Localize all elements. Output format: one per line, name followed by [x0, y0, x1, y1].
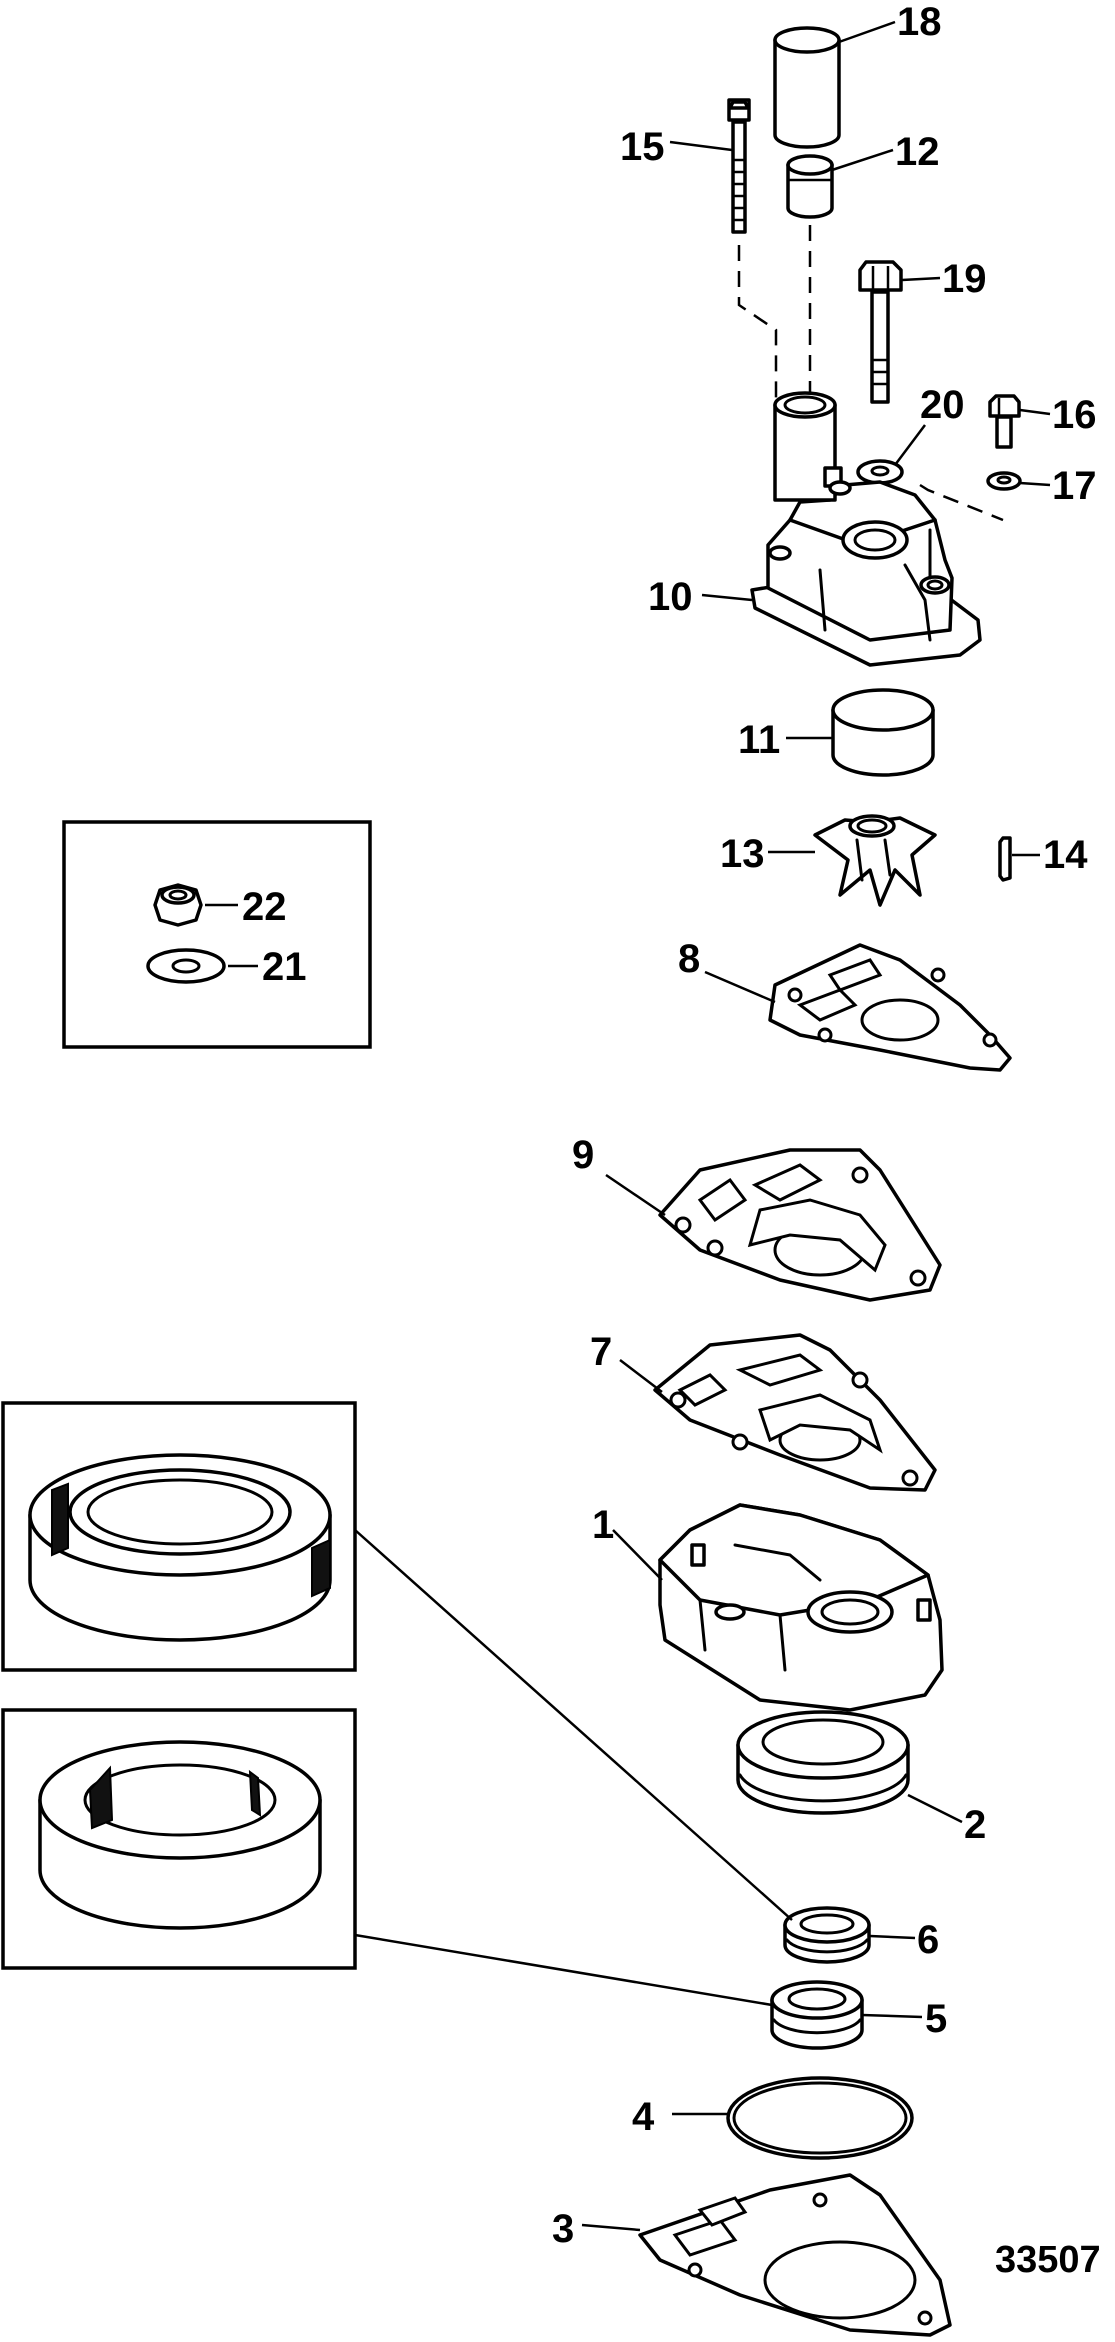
- assembly-line-screw: [737, 245, 778, 415]
- part-10-pump-housing: [750, 391, 982, 667]
- leader-2: [907, 1793, 963, 1824]
- callout-21: 21: [262, 945, 307, 989]
- part-1-pump-base: [658, 1503, 944, 1712]
- callout-16: 16: [1052, 393, 1097, 437]
- part-11-insert: [831, 688, 935, 777]
- figure-number: 33507: [995, 2239, 1101, 2281]
- part-19-bolt: [858, 260, 903, 404]
- leader-7: [619, 1359, 663, 1393]
- leader-20: [894, 424, 926, 466]
- callout-1: 1: [592, 1503, 614, 1547]
- leader-12: [831, 148, 894, 172]
- leader-9: [605, 1173, 666, 1217]
- leader-1: [612, 1529, 663, 1581]
- part-3-gasket: [638, 2173, 952, 2337]
- leader-15: [669, 140, 733, 152]
- leader-6: [869, 1934, 916, 1940]
- callout-7: 7: [590, 1330, 612, 1374]
- callout-17: 17: [1052, 464, 1097, 508]
- leader-16: [1019, 408, 1051, 416]
- callout-11: 11: [738, 718, 780, 762]
- leader-19: [901, 276, 941, 282]
- callout-20: 20: [920, 383, 965, 427]
- part-5-oil-seal: [770, 1980, 864, 2050]
- part-2-seal-housing: [736, 1710, 910, 1815]
- part-17-small-washer: [986, 471, 1022, 491]
- callout-10: 10: [648, 575, 693, 619]
- part-13-impeller: [813, 814, 937, 907]
- detail-box-seal-5: [1, 1708, 357, 1970]
- callout-3: 3: [552, 2207, 574, 2251]
- callout-5: 5: [925, 1997, 947, 2041]
- callout-12: 12: [895, 130, 940, 174]
- part-8-gasket: [768, 943, 1012, 1072]
- part-12-bushing: [786, 154, 834, 219]
- leader-8: [704, 970, 776, 1004]
- part-9-gasket: [658, 1148, 942, 1302]
- callout-6: 6: [917, 1918, 939, 1962]
- part-14-key: [998, 836, 1012, 882]
- callout-15: 15: [620, 125, 665, 169]
- leader-3: [581, 2223, 641, 2232]
- callout-14: 14: [1043, 833, 1088, 877]
- leader-10: [701, 593, 753, 602]
- part-6-oil-seal: [783, 1906, 871, 1964]
- part-7-gasket: [653, 1333, 937, 1492]
- inset-nut-washer-box: [62, 820, 372, 1049]
- assembly-line-bolt-16: [919, 483, 1004, 522]
- callout-8: 8: [678, 937, 700, 981]
- callout-4: 4: [632, 2095, 655, 2139]
- callout-19: 19: [942, 257, 987, 301]
- callout-2: 2: [964, 1803, 986, 1847]
- part-16-small-bolt: [988, 394, 1021, 449]
- leader-17: [1019, 481, 1051, 487]
- part-18-sleeve: [773, 26, 841, 149]
- leader-18: [838, 20, 896, 44]
- callout-13: 13: [720, 832, 765, 876]
- leader-detail-5: [354, 1933, 773, 2007]
- part-4-o-ring: [726, 2076, 914, 2160]
- callout-18: 18: [897, 0, 942, 44]
- part-15-screw: [727, 98, 751, 234]
- callout-22: 22: [242, 885, 287, 929]
- detail-box-seal-6: [1, 1401, 357, 1672]
- callout-9: 9: [572, 1133, 594, 1177]
- leader-5: [861, 2013, 923, 2019]
- leader-detail-6: [354, 1529, 793, 1921]
